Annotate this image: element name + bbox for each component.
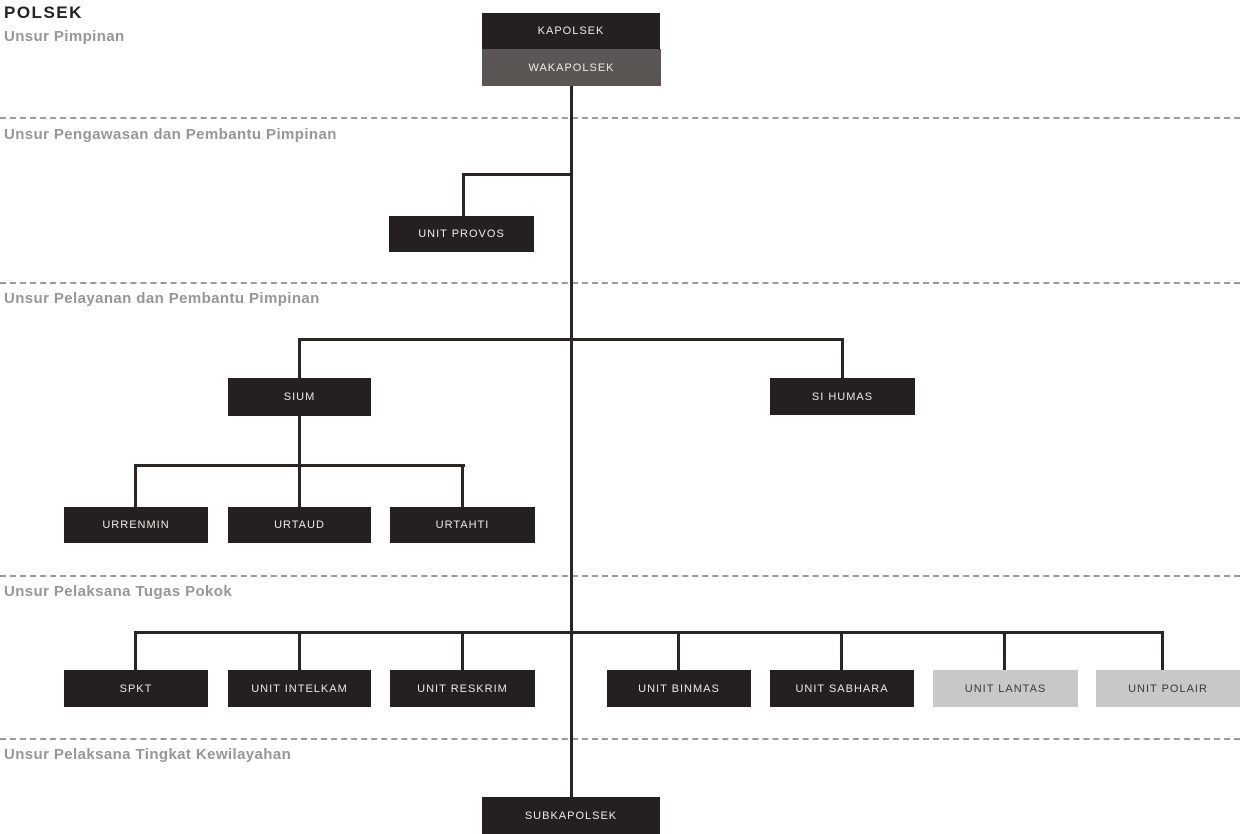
connector-urtaud-drop — [298, 464, 301, 507]
connector-spkt-drop — [134, 631, 137, 670]
node-unit-lantas: UNIT LANTAS — [933, 670, 1078, 707]
connector-sabhara-drop — [840, 631, 843, 670]
connector-sium-drop — [298, 338, 301, 378]
node-urrenmin: URRENMIN — [64, 507, 208, 543]
node-unit-reskrim: UNIT RESKRIM — [390, 670, 535, 707]
section-header-unsur-pengawasan: Unsur Pengawasan dan Pembantu Pimpinan — [4, 126, 337, 143]
section-divider — [0, 575, 1240, 577]
node-unit-polair: UNIT POLAIR — [1096, 670, 1240, 707]
connector-provos-drop — [462, 173, 465, 216]
connector-binmas-drop — [677, 631, 680, 670]
connector-urrenmin-drop — [134, 464, 137, 507]
section-header-unsur-pimpinan: Unsur Pimpinan — [4, 28, 125, 45]
node-subkapolsek: SUBKAPOLSEK — [482, 797, 660, 834]
node-spkt: SPKT — [64, 670, 208, 707]
connector-urtahti-drop — [461, 464, 464, 507]
section-divider — [0, 282, 1240, 284]
connector-sium-down — [298, 416, 301, 467]
node-wakapolsek: WAKAPOLSEK — [482, 49, 661, 86]
connector-sihumas-drop — [841, 338, 844, 378]
page-title: POLSEK — [4, 3, 83, 22]
node-sium: SIUM — [228, 378, 371, 416]
node-kapolsek: KAPOLSEK — [482, 13, 660, 49]
node-unit-intelkam: UNIT INTELKAM — [228, 670, 371, 707]
node-unit-sabhara: UNIT SABHARA — [770, 670, 914, 707]
node-unit-binmas: UNIT BINMAS — [607, 670, 751, 707]
section-header-unsur-pelaksana-tugas-pokok: Unsur Pelaksana Tugas Pokok — [4, 583, 233, 600]
section-divider — [0, 738, 1240, 740]
connector-polair-drop — [1161, 631, 1164, 670]
connector-lantas-drop — [1003, 631, 1006, 670]
connector-main-vertical — [570, 86, 573, 797]
node-urtahti: URTAHTI — [390, 507, 535, 543]
node-urtaud: URTAUD — [228, 507, 371, 543]
node-unit-provos: UNIT PROVOS — [389, 216, 534, 252]
connector-intelkam-drop — [298, 631, 301, 670]
section-divider — [0, 117, 1240, 119]
connector-tugas-pokok-bus — [134, 631, 1164, 634]
connector-pelayanan-horizontal — [298, 338, 844, 341]
node-si-humas: SI HUMAS — [770, 378, 915, 415]
connector-reskrim-drop — [461, 631, 464, 670]
section-header-unsur-pelaksana-kewilayahan: Unsur Pelaksana Tingkat Kewilayahan — [4, 746, 292, 763]
connector-provos-horizontal — [462, 173, 573, 176]
section-header-unsur-pelayanan: Unsur Pelayanan dan Pembantu Pimpinan — [4, 290, 320, 307]
